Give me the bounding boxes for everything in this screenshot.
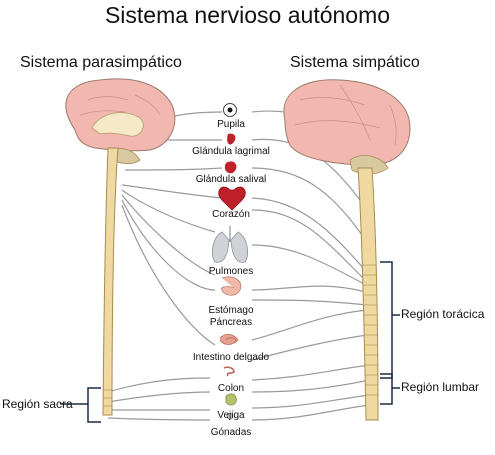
small-intestine-icon	[219, 334, 239, 345]
stomach-icon	[220, 276, 242, 296]
lumbar-bracket	[380, 373, 400, 405]
label-region-toracica: Región torácica	[401, 307, 485, 321]
right-spine-segments	[363, 264, 378, 396]
right-brain	[283, 79, 411, 175]
label-pupila: Pupila	[217, 119, 245, 130]
label-intestino-delgado: Intestino delgado	[192, 352, 270, 363]
pupil-icon	[223, 103, 237, 117]
right-spinal-cord	[357, 167, 379, 421]
label-estomago: Estómago	[208, 305, 254, 316]
heart-icon	[218, 186, 246, 211]
left-spine-segments	[103, 389, 112, 407]
lacrimal-gland-icon	[227, 133, 236, 145]
label-region-lumbar: Región lumbar	[401, 380, 480, 394]
label-pancreas: Páncreas	[209, 317, 253, 328]
parasympathetic-heading: Sistema parasimpático	[20, 54, 182, 71]
lungs-icon	[211, 226, 249, 263]
bladder-icon	[225, 393, 237, 406]
label-glandula-salival: Glándula salival	[195, 174, 267, 185]
thoracic-bracket	[380, 261, 400, 379]
label-region-sacra: Región sacra	[2, 397, 73, 411]
label-glandula-lagrimal: Glándula lagrimal	[192, 146, 270, 157]
label-gonadas: Gónadas	[210, 427, 252, 438]
diagram-title: Sistema nervioso autónomo	[104, 2, 391, 28]
left-spinal-cord	[102, 147, 119, 416]
nerve-lines	[107, 110, 371, 421]
gonads-icon	[226, 412, 234, 420]
sacral-bracket	[60, 387, 101, 423]
left-brain	[65, 78, 176, 164]
label-pulmones: Pulmones	[208, 266, 254, 277]
label-colon: Colon	[217, 383, 245, 394]
salivary-gland-icon	[224, 161, 237, 174]
colon-icon	[223, 366, 235, 377]
sympathetic-heading: Sistema simpático	[290, 54, 420, 71]
label-corazon: Corazón	[212, 209, 250, 220]
label-vejiga: Vejiga	[217, 410, 245, 421]
